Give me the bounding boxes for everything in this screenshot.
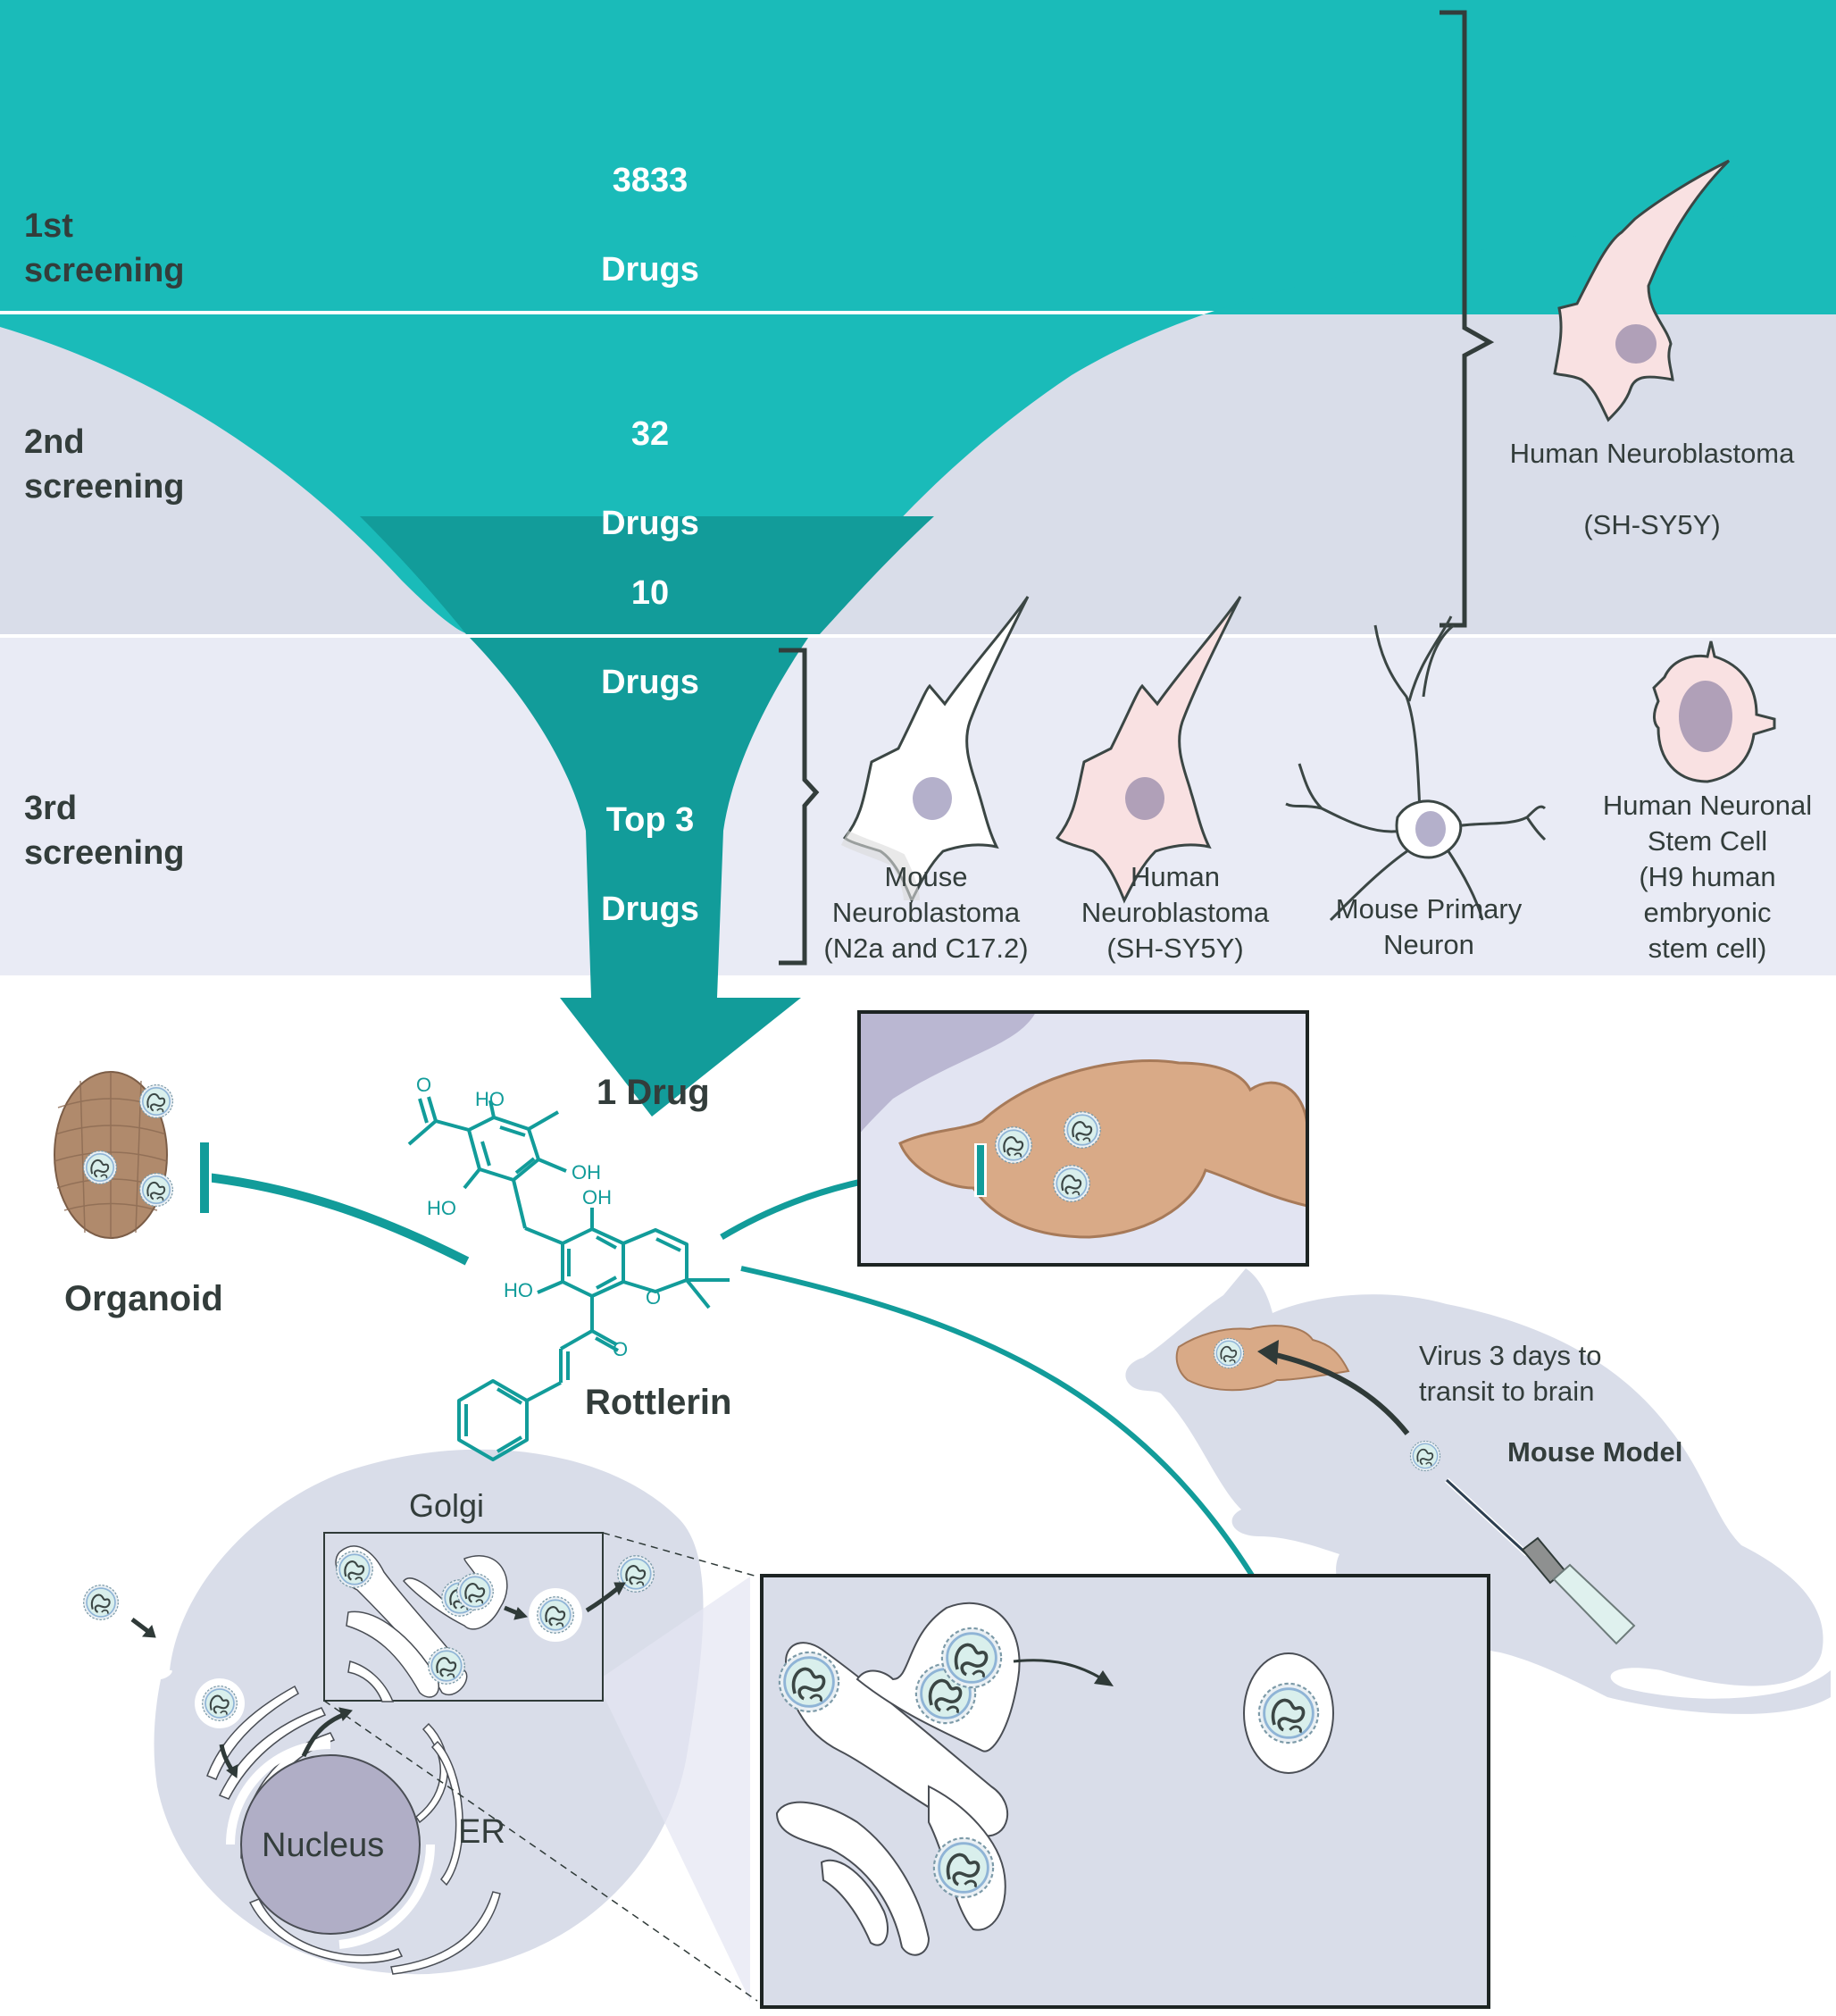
atom-label: OH <box>572 1161 601 1184</box>
trafficking-arrows <box>130 1582 626 1778</box>
stage-label-3rd-screening: 3rd screening <box>24 790 185 872</box>
count-unit: Drugs <box>601 664 699 701</box>
cell-label-mouse-neuroblastoma: Mouse Neuroblastoma (N2a and C17.2) <box>823 861 1029 964</box>
human-neuronal-stem-cell-icon <box>1652 640 1776 783</box>
count-value: Top 3 <box>605 801 695 839</box>
human-neuroblastoma-cell-icon-stage12 <box>1553 159 1731 422</box>
stage12-bracket <box>1440 10 1495 628</box>
funnel-neck <box>470 638 808 1117</box>
compound-name-rottlerin: Rottlerin <box>585 1383 732 1422</box>
stage-label-1st-screening: 1st screening <box>24 207 185 289</box>
organoid-label: Organoid <box>64 1279 223 1318</box>
virus-transit-arrow <box>1267 1351 1410 1435</box>
atom-label: HO <box>427 1197 456 1219</box>
cell-label-mouse-primary-neuron: Mouse Primary Neuron <box>1335 893 1523 960</box>
atom-label: HO <box>475 1088 505 1110</box>
count-32-drugs: 32 Drugs <box>516 367 784 590</box>
rottlerin-atom-labels: HO OH HO OH HO O O O <box>416 1074 661 1360</box>
result-one-drug: 1 Drug <box>597 1073 710 1112</box>
funnel-10-drugs <box>360 516 934 634</box>
host-cell-diagram <box>82 1449 758 2002</box>
cell-label-human-neuroblastoma: Human Neuroblastoma (SH-SY5Y) <box>1081 861 1270 964</box>
stage12-cell-line-label: Human Neuroblastoma (SH-SY5Y) <box>1482 400 1822 579</box>
cell-line-name: Human Neuroblastoma <box>1509 438 1795 469</box>
inhibition-to-organoid <box>197 1141 471 1268</box>
nucleus-label: Nucleus <box>262 1827 385 1864</box>
atom-label: OH <box>582 1186 612 1209</box>
atom-label: O <box>613 1338 628 1360</box>
count-value: 10 <box>630 574 670 612</box>
mouse-primary-neuron-icon <box>1285 615 1547 922</box>
stage-label-2nd-screening: 2nd screening <box>24 423 185 506</box>
count-3833-drugs: 3833 Drugs <box>516 113 784 337</box>
count-unit: Drugs <box>601 891 699 928</box>
atom-label: O <box>416 1074 431 1096</box>
organoid-icon <box>54 1071 174 1239</box>
rottlerin-structure <box>407 1096 730 1461</box>
atom-label: HO <box>504 1279 533 1301</box>
cell-line-detail: (SH-SY5Y) <box>1583 509 1721 540</box>
export-arrow <box>1013 1659 1104 1681</box>
virus-transit-note: Virus 3 days to transit to brain <box>1419 1340 1602 1407</box>
stage3-bracket <box>779 648 820 966</box>
er-label: ER <box>458 1813 505 1851</box>
count-top3-drugs: Top 3 Drugs <box>516 753 784 976</box>
human-neuroblastoma-cell-icon <box>1055 596 1242 904</box>
golgi-label: Golgi <box>409 1487 485 1524</box>
syringe-icon <box>1444 1477 1636 1645</box>
count-value: 32 <box>630 415 670 453</box>
cell-label-human-neuronal-stem-cell: Human Neuronal Stem Cell (H9 human embry… <box>1602 790 1813 964</box>
count-value: 3833 <box>612 162 688 199</box>
count-10-drugs: 10 Drugs <box>516 526 784 749</box>
count-unit: Drugs <box>601 251 699 289</box>
mouse-silhouette <box>1125 1268 1831 1714</box>
nucleus-icon <box>240 1754 421 1935</box>
mouse-neuroblastoma-cell-icon <box>840 596 1030 904</box>
golgi-zoom-inset <box>760 1574 1490 2009</box>
mouse-model-label: Mouse Model <box>1507 1436 1683 1468</box>
atom-label: O <box>646 1286 661 1309</box>
brain-inset <box>857 1010 1309 1267</box>
count-unit: Drugs <box>601 505 699 542</box>
